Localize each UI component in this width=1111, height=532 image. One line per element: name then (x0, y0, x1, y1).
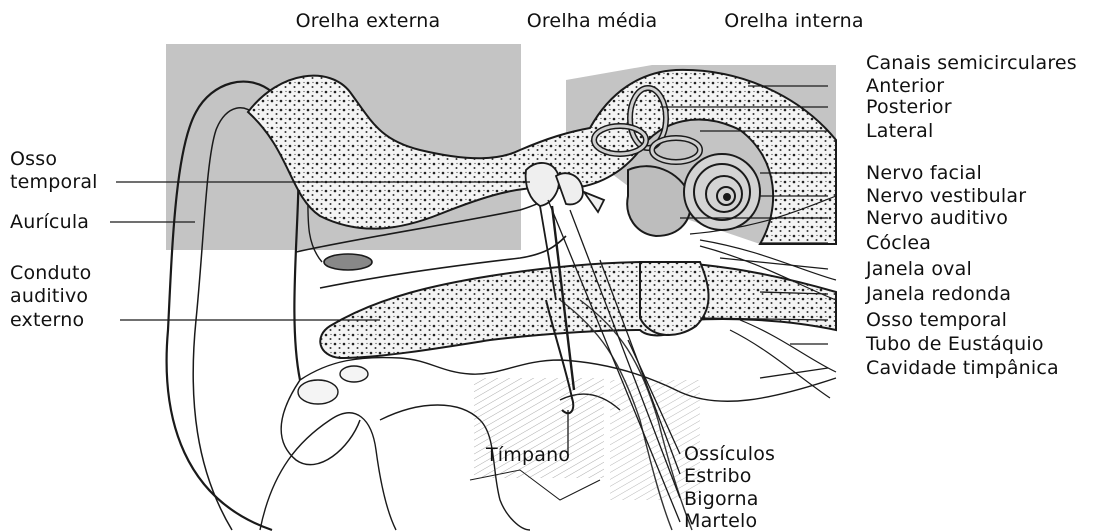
label-temporal-bone-line2: temporal (10, 171, 98, 193)
label-eustachian-tube: Tubo de Eustáquio (866, 333, 1044, 355)
label-vestibular-nerve: Nervo vestibular (866, 185, 1026, 207)
header-middle-ear: Orelha média (527, 10, 658, 32)
label-canal-line3: externo (10, 309, 84, 331)
label-posterior: Posterior (866, 96, 952, 118)
label-auditory-nerve: Nervo auditivo (866, 207, 1008, 229)
petrous-block (640, 262, 709, 335)
label-auricle: Aurícula (10, 211, 89, 233)
label-facial-nerve: Nervo facial (866, 162, 982, 184)
label-temporal-bone-right: Osso temporal (866, 309, 1007, 331)
label-canal-line2: auditivo (10, 285, 88, 307)
label-cochlea: Cóclea (866, 232, 931, 254)
label-semicircular-canals: Canais semicirculares (866, 52, 1077, 74)
temporal-bone-lower (320, 262, 836, 358)
label-anterior: Anterior (866, 75, 944, 97)
label-malleus: Martelo (684, 510, 757, 532)
label-incus: Bigorna (684, 488, 759, 510)
label-stapes: Estribo (684, 465, 752, 487)
header-inner-ear: Orelha interna (724, 10, 863, 32)
label-ossicles: Ossículos (684, 443, 775, 465)
label-oval-window: Janela oval (866, 258, 972, 280)
header-outer-ear: Orelha externa (296, 10, 441, 32)
label-tympanic-cavity: Cavidade timpânica (866, 357, 1059, 379)
label-temporal-bone-line1: Osso (10, 148, 57, 170)
label-canal-line1: Conduto (10, 262, 92, 284)
label-lateral: Lateral (866, 120, 934, 142)
label-round-window: Janela redonda (866, 283, 1011, 305)
label-eardrum: Tímpano (486, 444, 570, 466)
